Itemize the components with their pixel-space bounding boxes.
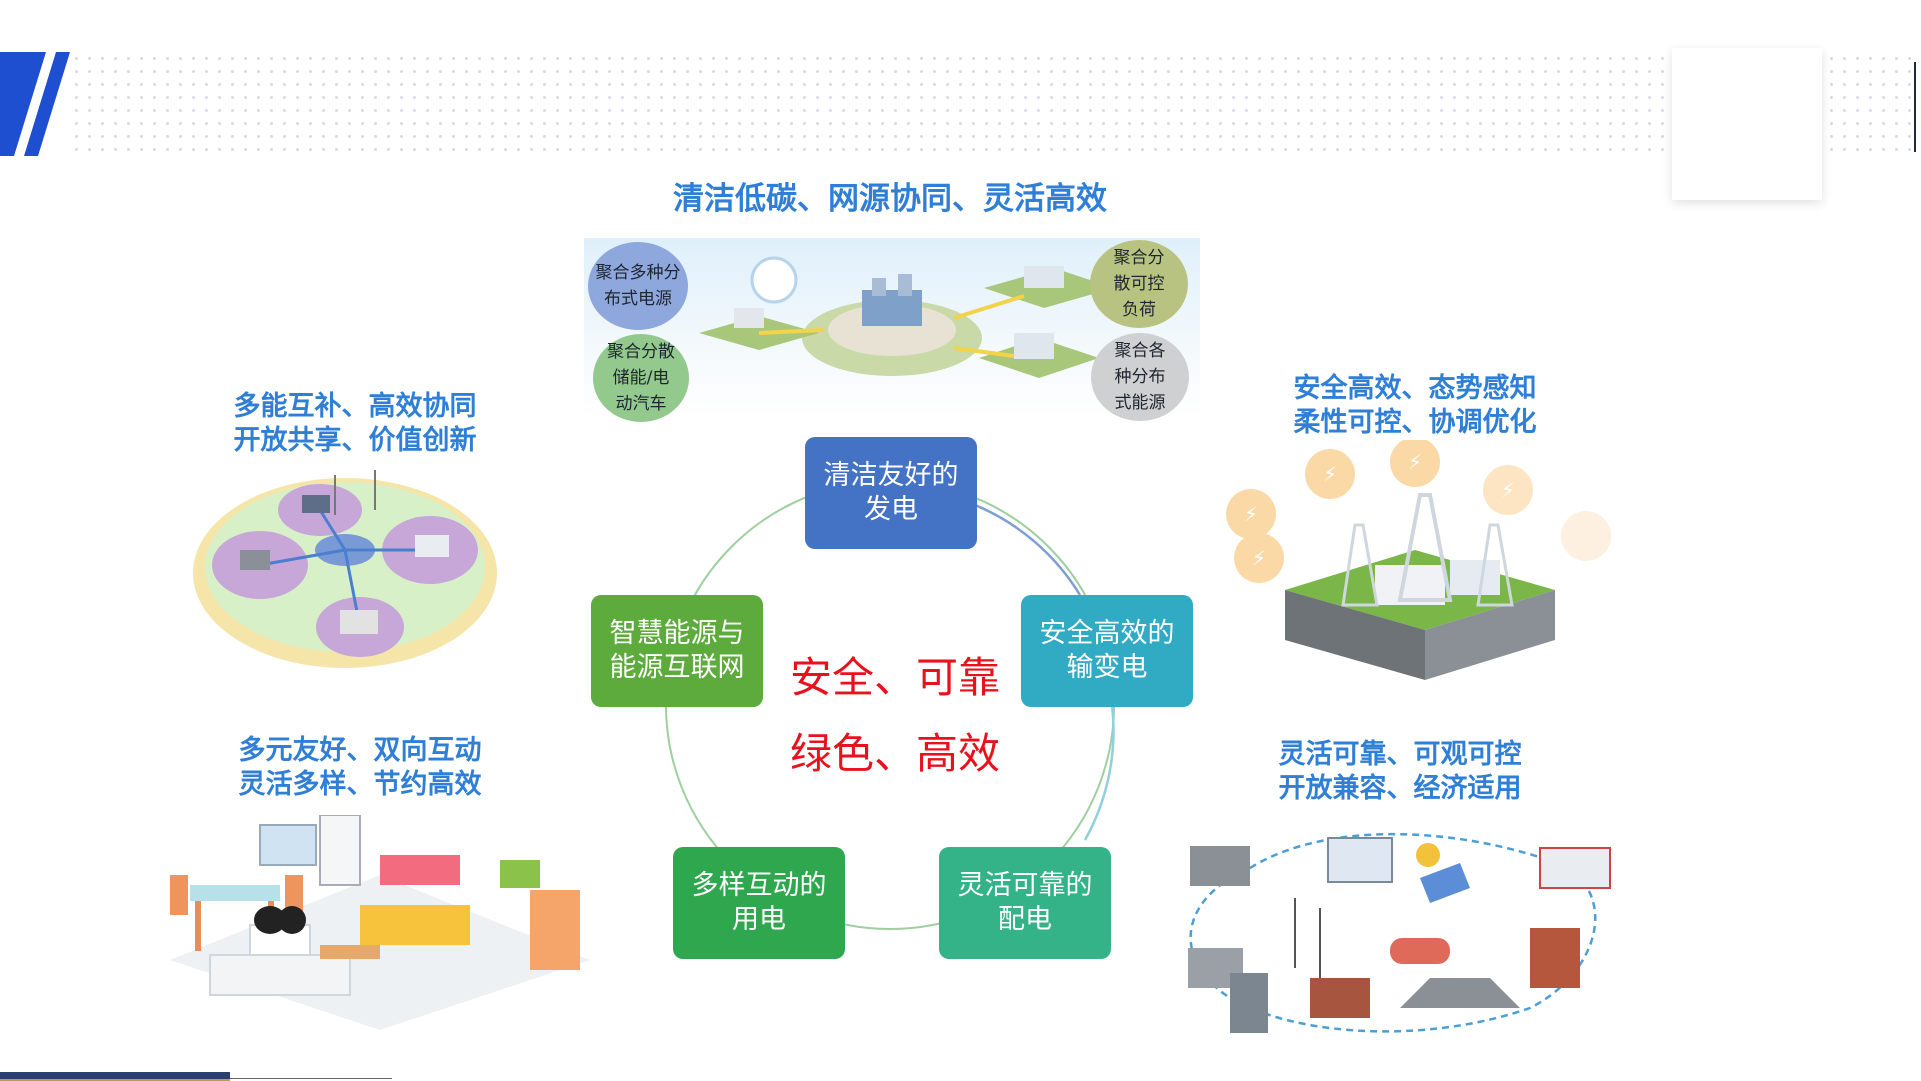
bubble-storage-ev: 聚合分散储能/电动汽车 — [593, 334, 689, 422]
bubble-controllable-load: 聚合分散可控负荷 — [1090, 240, 1188, 328]
svg-text:⚡: ⚡ — [1323, 462, 1337, 486]
footer-bar — [0, 1072, 230, 1081]
bubble-text: 式能源 — [1115, 393, 1166, 413]
transmission-illustration: ⚡ ⚡ ⚡ ⚡ ⚡ — [1225, 440, 1625, 685]
smart-home-illustration — [150, 815, 610, 1030]
bubble-distributed-energy: 聚合各种分布式能源 — [1091, 333, 1189, 421]
caption-line: 安全高效、态势感知 — [1260, 372, 1570, 406]
left-top-caption: 多能互补、高效协同 开放共享、价值创新 — [200, 390, 510, 458]
node-text: 智慧能源与 — [591, 617, 763, 651]
caption-line: 灵活多样、节约高效 — [205, 768, 515, 802]
node-interactive-consumption: 多样互动的 用电 — [673, 847, 845, 959]
caption-line: 柔性可控、协调优化 — [1260, 406, 1570, 440]
caption-line: 开放兼容、经济适用 — [1245, 772, 1555, 806]
caption-line: 灵活可靠、可观可控 — [1245, 738, 1555, 772]
bubble-text: 聚合分散 — [607, 342, 675, 362]
node-transmission: 安全高效的 输变电 — [1021, 595, 1193, 707]
node-clean-generation: 清洁友好的 发电 — [805, 437, 977, 549]
bubble-distributed-sources: 聚合多种分布式电源 — [588, 242, 688, 330]
center-line: 绿色、高效 — [770, 716, 1020, 792]
node-text: 发电 — [805, 493, 977, 527]
bubble-text: 负荷 — [1122, 300, 1156, 320]
node-text: 灵活可靠的 — [939, 869, 1111, 903]
caption-line: 多能互补、高效协同 — [200, 390, 510, 424]
node-text: 用电 — [673, 903, 845, 937]
right-top-caption: 安全高效、态势感知 柔性可控、协调优化 — [1260, 372, 1570, 440]
bubble-text: 聚合多种分 — [596, 263, 681, 283]
center-slogan: 安全、可靠 绿色、高效 — [770, 640, 1020, 792]
bubble-text: 聚合分 — [1114, 248, 1165, 268]
svg-text:⚡: ⚡ — [1252, 546, 1266, 570]
node-text: 能源互联网 — [591, 651, 763, 685]
svg-text:⚡: ⚡ — [1244, 502, 1258, 526]
caption-line: 开放共享、价值创新 — [200, 424, 510, 458]
center-line: 安全、可靠 — [770, 640, 1020, 716]
top-caption: 清洁低碳、网源协同、灵活高效 — [565, 182, 1215, 216]
node-distribution: 灵活可靠的 配电 — [939, 847, 1111, 959]
bubble-text: 种分布 — [1115, 367, 1166, 387]
smart-energy-park-illustration — [190, 455, 500, 685]
node-energy-internet: 智慧能源与 能源互联网 — [591, 595, 763, 707]
node-text: 清洁友好的 — [805, 459, 977, 493]
right-bottom-caption: 灵活可靠、可观可控 开放兼容、经济适用 — [1245, 738, 1555, 806]
node-text: 安全高效的 — [1021, 617, 1193, 651]
bubble-text: 动汽车 — [616, 394, 667, 414]
svg-text:⚡: ⚡ — [1408, 450, 1422, 474]
bubble-text: 储能/电 — [613, 368, 670, 388]
node-text: 配电 — [939, 903, 1111, 937]
bubble-text: 聚合各 — [1115, 341, 1166, 361]
bubble-text: 布式电源 — [604, 289, 672, 309]
left-bottom-caption: 多元友好、双向互动 灵活多样、节约高效 — [205, 734, 515, 802]
bubble-text: 散可控 — [1114, 274, 1165, 294]
node-text: 输变电 — [1021, 651, 1193, 685]
caption-line: 多元友好、双向互动 — [205, 734, 515, 768]
svg-text:⚡: ⚡ — [1501, 478, 1515, 502]
smart-grid-illustration — [1170, 828, 1625, 1036]
footer-line — [230, 1078, 392, 1079]
node-text: 多样互动的 — [673, 869, 845, 903]
